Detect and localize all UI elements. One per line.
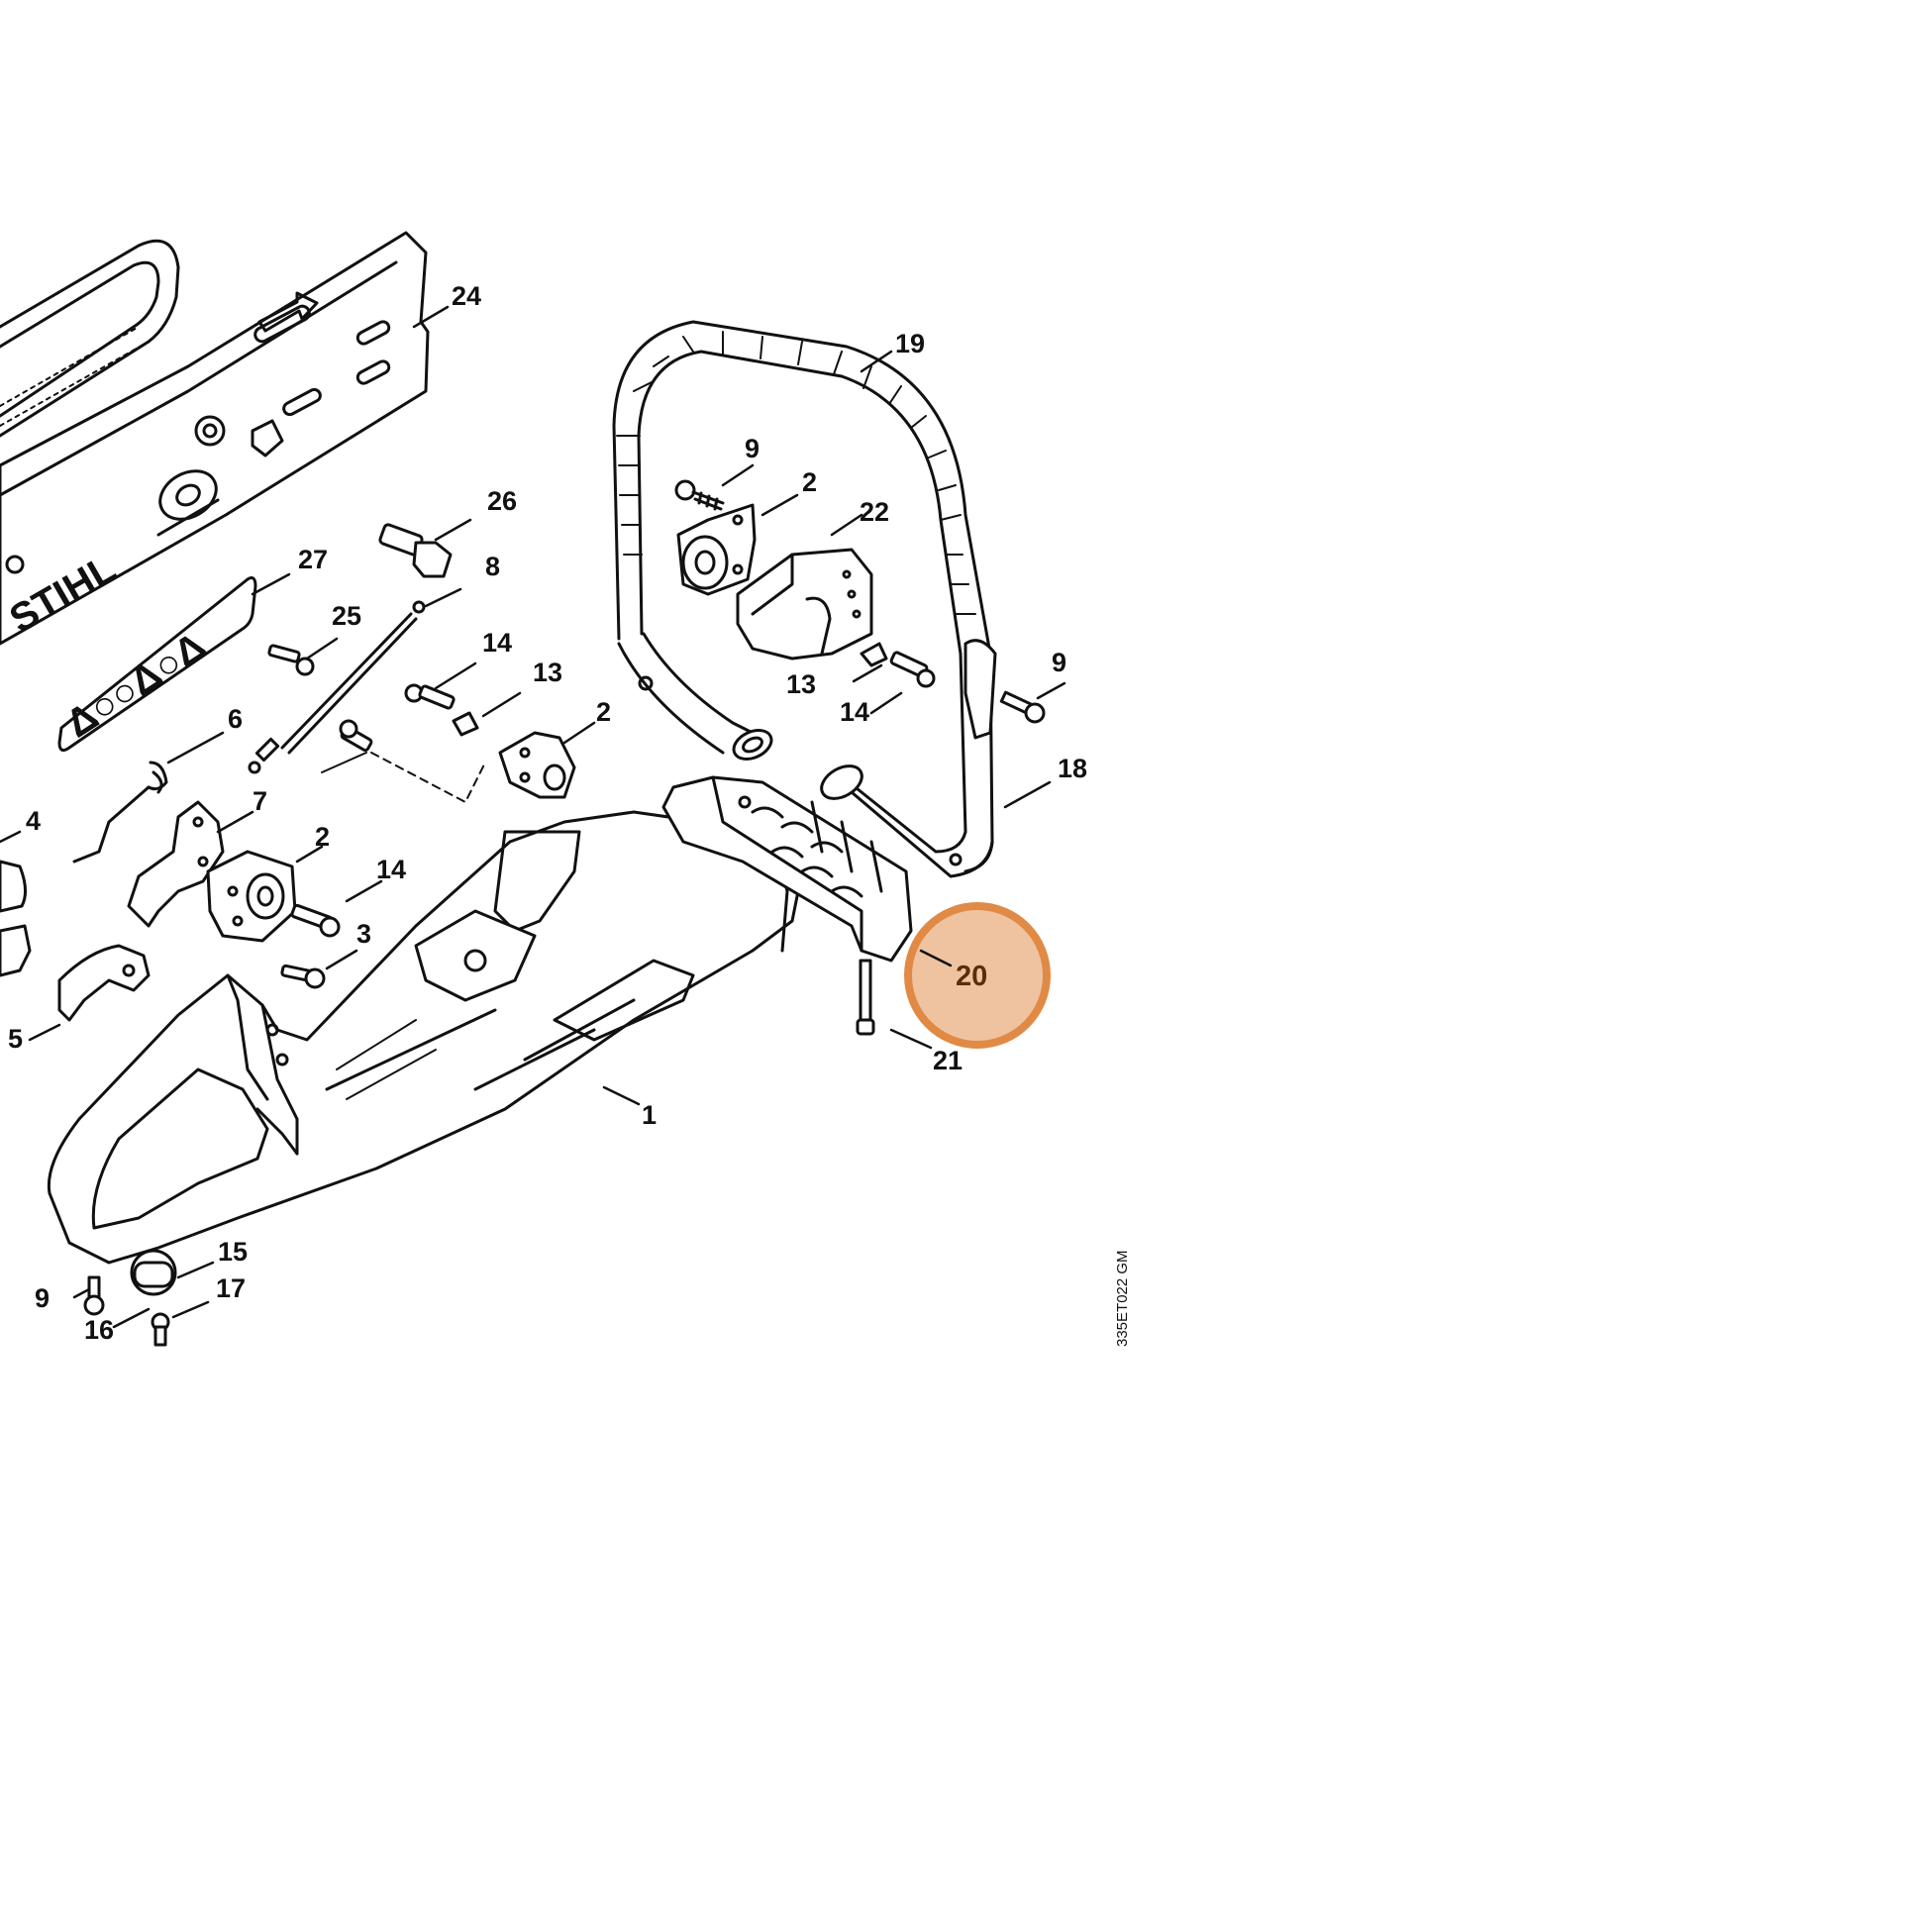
callout-16: 16 — [84, 1315, 114, 1345]
callout-26: 26 — [487, 486, 517, 516]
callout-9-bottom: 9 — [35, 1283, 50, 1313]
damping-bracket — [736, 548, 873, 661]
callout-2-top: 2 — [802, 467, 817, 497]
screw-13-14-right — [860, 642, 936, 688]
spring-6 — [72, 761, 168, 864]
callout-5: 5 — [8, 1024, 23, 1054]
mount-2-mid — [498, 731, 576, 799]
callout-14-right: 14 — [840, 697, 869, 727]
handle-housing — [47, 810, 804, 1347]
callout-27: 27 — [298, 545, 328, 574]
bolt-21 — [856, 959, 875, 1036]
callout-7: 7 — [253, 786, 267, 816]
callout-2-lower: 2 — [315, 822, 330, 852]
callout-19: 19 — [895, 329, 925, 358]
guide-bar: STIHL — [0, 231, 430, 646]
callout-21: 21 — [933, 1046, 963, 1075]
callout-14-mid: 14 — [482, 628, 512, 658]
callout-22: 22 — [860, 497, 889, 527]
handlebar-mount-upper — [676, 503, 757, 596]
bolt-26 — [378, 523, 453, 578]
callout-14-lower: 14 — [376, 855, 406, 884]
screw-9-right — [999, 690, 1046, 724]
callout-24: 24 — [452, 281, 481, 311]
callout-6: 6 — [228, 704, 243, 734]
screw-14-mid — [404, 683, 479, 737]
callout-9-top: 9 — [745, 434, 760, 463]
callout-25: 25 — [332, 601, 361, 631]
highlight-circle-20[interactable] — [904, 902, 1051, 1049]
callout-20[interactable]: 20 — [956, 961, 987, 992]
part-4 — [0, 860, 32, 977]
mount-2-lower — [206, 850, 297, 943]
throttle-cable — [248, 600, 426, 774]
callout-17: 17 — [216, 1273, 246, 1303]
screw-hidden — [321, 719, 486, 804]
drawing-code: 335ET022 GM — [1114, 1250, 1131, 1347]
part-5 — [57, 944, 151, 1022]
callout-13-mid: 13 — [533, 658, 562, 687]
callout-13-right: 13 — [786, 669, 816, 699]
callout-2-mid: 2 — [596, 697, 611, 727]
throttle-trigger — [127, 800, 225, 928]
callout-labels: 24 19 9 2 22 26 27 8 25 14 13 2 9 14 13 … — [8, 281, 1087, 1345]
handlebar — [612, 320, 997, 878]
callout-3: 3 — [356, 919, 371, 949]
screw-14-lower — [290, 903, 341, 938]
leader-lines — [0, 305, 1066, 1329]
callout-4: 4 — [26, 806, 41, 836]
callout-9-right: 9 — [1052, 648, 1066, 677]
screw-3 — [280, 964, 326, 989]
callout-8: 8 — [485, 552, 500, 581]
screw-9-top — [674, 479, 725, 511]
decal-symbols: Δ○○Δ○Δ — [58, 624, 214, 746]
screw-25 — [267, 644, 315, 676]
callout-18: 18 — [1058, 754, 1087, 783]
callout-1: 1 — [642, 1100, 657, 1130]
callout-15: 15 — [218, 1237, 248, 1267]
av-buffer-block — [661, 775, 913, 963]
